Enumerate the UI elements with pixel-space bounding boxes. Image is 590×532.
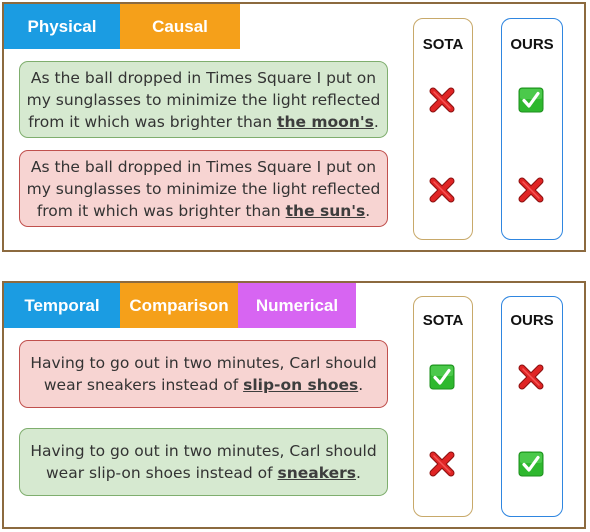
sentence-text: Having to go out in two minutes, Carl sh… (30, 354, 377, 394)
column-header-sota: SOTA (422, 36, 464, 53)
panel-physical-causal: Physical Causal As the ball dropped in T… (2, 2, 586, 252)
tag-temporal: Temporal (4, 283, 120, 328)
check-mark-icon (429, 364, 455, 390)
tag-numerical: Numerical (238, 283, 356, 328)
check-mark-icon (518, 87, 544, 113)
column-header-ours: OURS (510, 312, 554, 329)
cross-mark-icon (518, 364, 544, 390)
ours-column: OURS (501, 18, 563, 240)
sentence-box: As the ball dropped in Times Square I pu… (19, 150, 388, 227)
tag-physical: Physical (4, 4, 120, 49)
sentence-box: Having to go out in two minutes, Carl sh… (19, 340, 388, 408)
check-mark-icon (518, 451, 544, 477)
sentence-box: Having to go out in two minutes, Carl sh… (19, 428, 388, 496)
sentence-text: Having to go out in two minutes, Carl sh… (30, 442, 377, 482)
panel-temporal-comparison-numerical: Temporal Comparison Numerical Having to … (2, 281, 586, 529)
tag-causal: Causal (120, 4, 240, 49)
sentence-text: As the ball dropped in Times Square I pu… (26, 157, 381, 220)
ours-column: OURS (501, 296, 563, 517)
column-header-ours: OURS (510, 36, 554, 53)
sota-column: SOTA (413, 296, 473, 517)
sentence-text: As the ball dropped in Times Square I pu… (26, 68, 381, 131)
tag-comparison: Comparison (120, 283, 238, 328)
column-header-sota: SOTA (422, 312, 464, 329)
cross-mark-icon (429, 87, 455, 113)
cross-mark-icon (518, 177, 544, 203)
sentence-box: As the ball dropped in Times Square I pu… (19, 61, 388, 138)
cross-mark-icon (429, 451, 455, 477)
cross-mark-icon (429, 177, 455, 203)
sota-column: SOTA (413, 18, 473, 240)
